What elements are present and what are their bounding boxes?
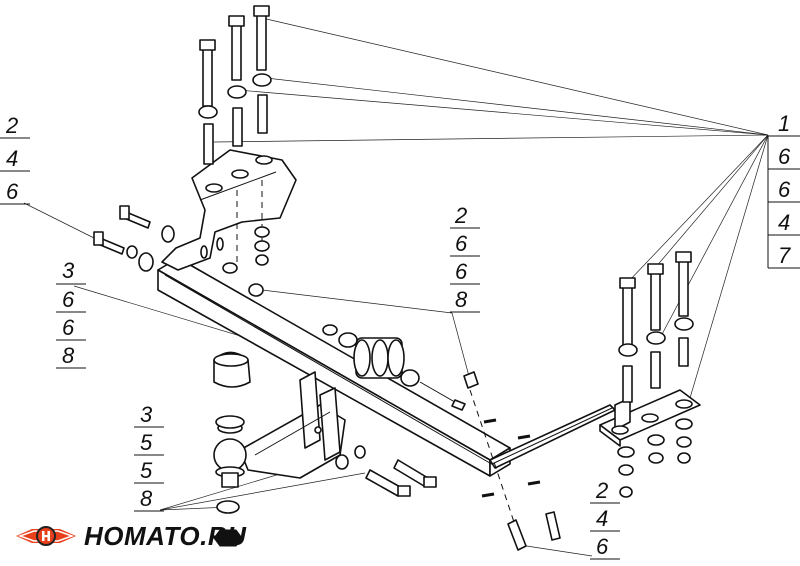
callout-left-upper: 2 4 6 <box>0 113 30 205</box>
nuts-left-bracket <box>222 226 270 297</box>
callout-text: 5 <box>140 430 153 455</box>
callout-text: 6 <box>778 144 791 169</box>
callout-text: 4 <box>596 506 608 531</box>
ball-cap <box>213 351 251 388</box>
callout-center: 2 6 6 8 <box>450 203 480 313</box>
callout-text: 6 <box>455 259 468 284</box>
callout-text: 2 <box>5 113 18 138</box>
tow-ball <box>213 415 247 488</box>
bolts-left-horizontal <box>93 205 175 272</box>
callout-text: 6 <box>596 534 609 559</box>
callout-text: 2 <box>454 203 467 228</box>
callout-top-right: 1 6 6 4 7 <box>767 111 800 269</box>
callout-text: 2 <box>595 478 608 503</box>
callout-text: 4 <box>778 210 790 235</box>
callout-text: 8 <box>140 486 153 511</box>
socket-bushing <box>322 324 466 411</box>
bolts-right <box>617 251 694 498</box>
callout-text: 5 <box>140 458 153 483</box>
bolts-center-bottom <box>463 371 561 551</box>
callout-bottom-left: 3 5 5 8 <box>134 402 164 512</box>
callout-text: 3 <box>140 402 153 427</box>
bolts-bottom <box>213 445 437 547</box>
callout-text: 8 <box>455 287 468 312</box>
callout-text: 6 <box>62 315 75 340</box>
homato-logo: HOMATO.RU <box>14 516 246 556</box>
right-bracket <box>599 389 701 447</box>
left-bracket <box>161 149 297 271</box>
car-emblem-icon <box>16 526 76 546</box>
ball-mount-plate <box>239 371 346 479</box>
callout-text: 6 <box>6 179 19 204</box>
callout-bottom-right: 2 4 6 <box>590 478 620 560</box>
callout-text: 6 <box>455 231 468 256</box>
callout-text: 4 <box>6 146 18 171</box>
callout-text: 3 <box>62 258 75 283</box>
logo-text: HOMATO.RU <box>84 520 247 551</box>
callout-text: 8 <box>62 343 75 368</box>
callout-text: 6 <box>778 177 791 202</box>
callout-left-middle: 3 6 6 8 <box>56 258 86 369</box>
bolts-top-left <box>198 5 272 270</box>
callout-text: 7 <box>778 243 791 268</box>
callout-text: 1 <box>778 111 790 136</box>
callout-text: 6 <box>62 287 75 312</box>
main-crossbeam <box>157 257 616 477</box>
